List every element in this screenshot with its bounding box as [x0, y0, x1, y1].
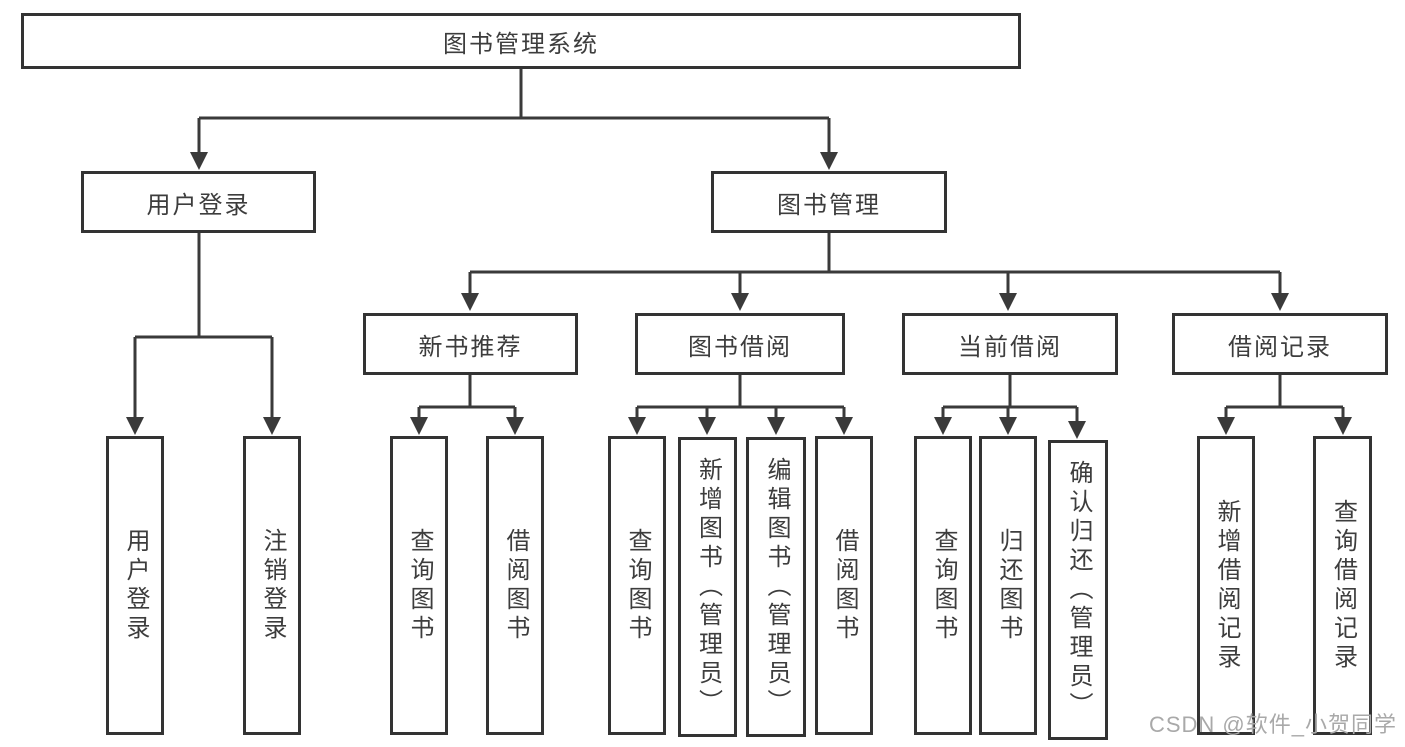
leaf-query-books-current: 查询图书: [914, 436, 972, 735]
group-book-borrowing-label: 图书借阅: [688, 333, 792, 361]
leaf-confirm-return-admin: 确认归还（管理员）: [1048, 440, 1108, 740]
group-book-borrowing: 图书借阅: [635, 313, 845, 375]
branch-book-management-label: 图书管理: [777, 191, 881, 219]
group-current-borrowing: 当前借阅: [902, 313, 1118, 375]
leaf-query-books-recommend-label: 查询图书: [406, 527, 433, 644]
arrowheads: [126, 152, 1352, 439]
group-borrow-records-label: 借阅记录: [1228, 333, 1332, 361]
leaf-logout-label: 注销登录: [259, 527, 286, 644]
leaf-add-borrow-record: 新增借阅记录: [1197, 436, 1255, 735]
leaf-add-books-admin-label: 新增图书（管理员）: [694, 456, 722, 718]
root-node-label: 图书管理系统: [443, 30, 599, 58]
leaf-borrow-books-borrowing: 借阅图书: [815, 436, 873, 735]
leaf-query-books-current-label: 查询图书: [930, 527, 957, 644]
leaf-query-books-recommend: 查询图书: [390, 436, 448, 735]
leaf-return-books: 归还图书: [979, 436, 1037, 735]
leaf-query-borrow-record: 查询借阅记录: [1313, 436, 1372, 735]
leaf-user-login: 用户登录: [106, 436, 164, 735]
leaf-borrow-books-borrowing-label: 借阅图书: [831, 527, 858, 644]
branch-book-management: 图书管理: [711, 171, 947, 233]
leaf-logout: 注销登录: [243, 436, 301, 735]
leaf-query-borrow-record-label: 查询借阅记录: [1329, 498, 1357, 673]
leaf-add-books-admin: 新增图书（管理员）: [678, 437, 737, 737]
group-new-book-recommend: 新书推荐: [363, 313, 578, 375]
leaf-add-borrow-record-label: 新增借阅记录: [1213, 498, 1240, 673]
leaf-edit-books-admin: 编辑图书（管理员）: [746, 437, 806, 737]
leaf-query-books-borrowing-label: 查询图书: [624, 527, 651, 644]
group-current-borrowing-label: 当前借阅: [958, 333, 1062, 361]
leaf-query-books-borrowing: 查询图书: [608, 436, 666, 735]
group-new-book-recommend-label: 新书推荐: [418, 333, 523, 361]
leaf-borrow-books-recommend-label: 借阅图书: [502, 527, 529, 644]
leaf-return-books-label: 归还图书: [995, 527, 1022, 644]
leaf-confirm-return-admin-label: 确认归还（管理员）: [1065, 459, 1092, 721]
root-node-library-system: 图书管理系统: [21, 13, 1021, 69]
leaf-edit-books-admin-label: 编辑图书（管理员）: [763, 456, 790, 718]
leaf-user-login-label: 用户登录: [122, 527, 149, 644]
leaf-borrow-books-recommend: 借阅图书: [486, 436, 544, 735]
group-borrow-records: 借阅记录: [1172, 313, 1388, 375]
branch-user-login-label: 用户登录: [146, 191, 251, 219]
watermark: CSDN @软件_小贺同学: [1148, 712, 1397, 737]
branch-user-login: 用户登录: [81, 171, 316, 233]
